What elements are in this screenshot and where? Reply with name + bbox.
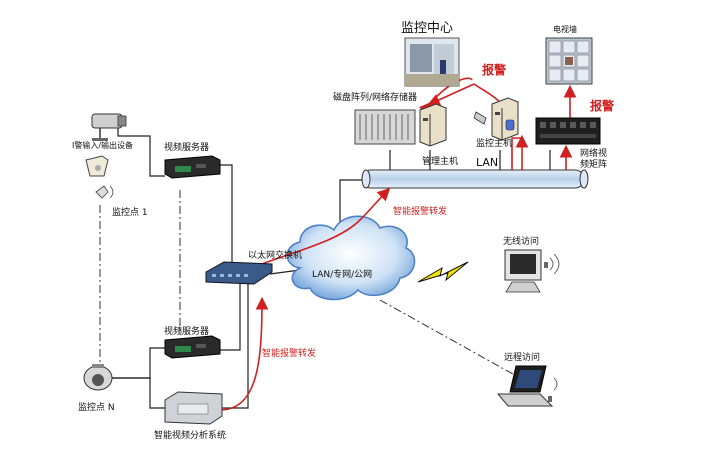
monitor-host bbox=[473, 97, 519, 141]
label-lan: LAN bbox=[476, 156, 498, 169]
link-switch-analysis bbox=[220, 283, 249, 409]
alarm-forward-top bbox=[261, 187, 391, 265]
video-matrix-device bbox=[535, 117, 601, 145]
storage-array bbox=[354, 109, 416, 145]
labels: 监控中心 报警 报警 电视墙 磁盘阵列/网络存储器 管理主机 监控主机 LAN … bbox=[72, 21, 614, 441]
smart-analysis-box bbox=[164, 391, 223, 425]
label-alarm-left: 报警 bbox=[482, 62, 506, 77]
label-monitor-center: 监控中心 bbox=[401, 21, 453, 36]
label-video-server-top: 视频服务器 bbox=[164, 141, 209, 153]
label-monitor-point-1: 监控点 1 bbox=[112, 206, 148, 218]
link-cloud-bus bbox=[339, 179, 362, 240]
label-video-server-bottom: 视频服务器 bbox=[164, 325, 209, 337]
network-cloud bbox=[286, 215, 416, 301]
lightning-icon bbox=[417, 261, 469, 283]
monitor-center-image bbox=[404, 37, 460, 87]
io-device bbox=[85, 155, 114, 199]
management-host bbox=[419, 103, 447, 147]
camera-n bbox=[83, 364, 113, 391]
label-mgmt-host: 管理主机 bbox=[422, 155, 458, 167]
video-server-top bbox=[164, 155, 221, 179]
video-server-bottom bbox=[164, 335, 221, 359]
dashdot-lines bbox=[99, 190, 521, 379]
link-switch-videoserver2 bbox=[217, 283, 241, 351]
label-cloud: LAN/专网/公网 bbox=[312, 268, 372, 280]
tv-wall bbox=[545, 37, 593, 85]
label-storage: 磁盘阵列/网络存储器 bbox=[333, 91, 417, 103]
label-smart-forward-bottom: 智能报警转发 bbox=[262, 347, 316, 359]
remote-laptop bbox=[496, 365, 558, 407]
lan-bus bbox=[361, 169, 589, 189]
label-tv-wall: 电视墙 bbox=[553, 24, 577, 34]
link-camera1-videoserver bbox=[117, 124, 165, 177]
link-cameraN-analysis bbox=[110, 377, 165, 409]
label-io-device: I警输入/输出设备 bbox=[72, 140, 133, 150]
label-matrix-line2: 频矩阵 bbox=[580, 158, 607, 170]
wireless-computer bbox=[504, 249, 560, 293]
link-videoserver-switch bbox=[217, 164, 233, 268]
label-alarm-right: 报警 bbox=[590, 98, 614, 113]
label-smart-forward-top: 智能报警转发 bbox=[393, 205, 447, 217]
label-monitor-point-n: 监控点 N bbox=[78, 401, 115, 413]
camera-1 bbox=[91, 113, 127, 141]
ethernet-switch bbox=[205, 261, 273, 285]
alarm-line-host bbox=[511, 137, 522, 170]
dashdot-remote bbox=[379, 299, 521, 379]
label-matrix-line1: 网络视 bbox=[580, 147, 607, 159]
alarm-forward-bottom bbox=[219, 296, 269, 411]
label-ethernet-switch: 以太网交换机 bbox=[248, 249, 302, 261]
label-monitor-host: 监控主机 bbox=[476, 137, 512, 149]
alarm-arrow-head bbox=[427, 83, 475, 106]
label-smart-analysis: 智能视频分析系统 bbox=[154, 429, 226, 441]
link-cameraN-videoserver2 bbox=[110, 347, 165, 379]
label-remote-access: 远程访问 bbox=[504, 351, 540, 363]
label-wireless-access: 无线访问 bbox=[503, 235, 539, 247]
